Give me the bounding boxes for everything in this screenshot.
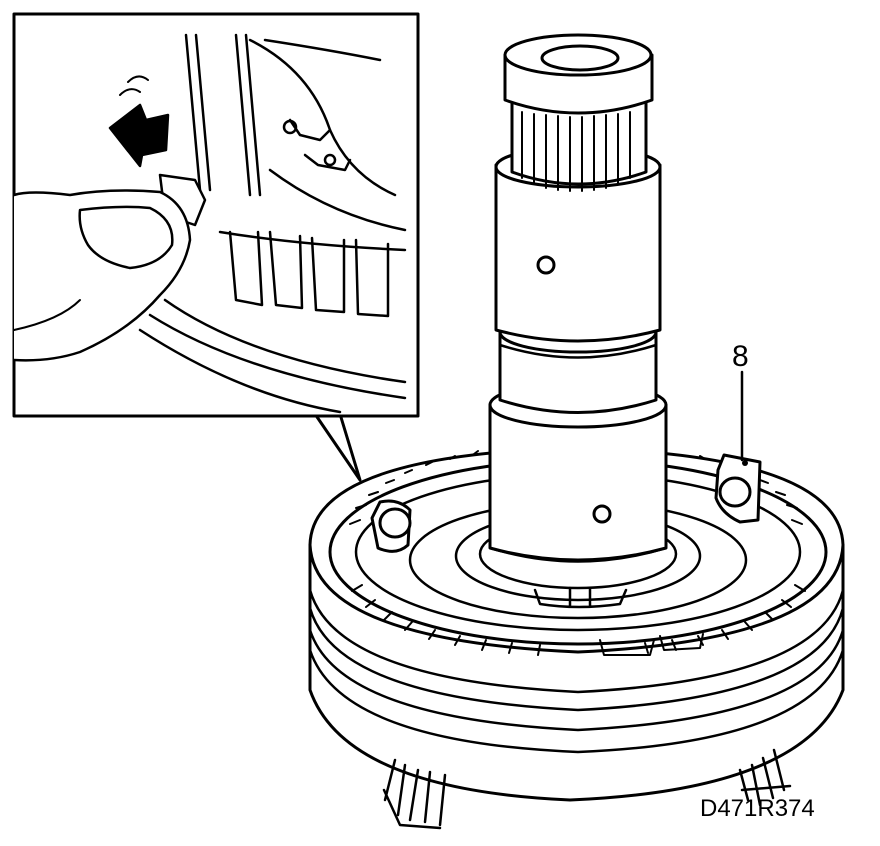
gear-teeth-bottom <box>382 748 792 830</box>
arrow-icon <box>108 103 170 168</box>
callout-label-8: 8 <box>732 340 749 373</box>
synchro-key-right <box>714 453 762 524</box>
gear-top-rim <box>308 446 845 654</box>
shaft-upper <box>494 163 662 343</box>
snap-ring <box>533 586 628 609</box>
gear-grooves <box>308 588 845 754</box>
shaft-center-bore <box>540 44 620 72</box>
shaft-oil-hole-lower <box>592 504 612 524</box>
shaft-oil-hole-upper <box>536 255 556 275</box>
inset-mechanism <box>12 33 407 414</box>
figure-code: D471R374 <box>700 795 815 822</box>
synchro-dogs <box>599 633 704 656</box>
gear-assembly <box>308 445 845 830</box>
inset-pointer <box>313 412 362 482</box>
gear-body-outline <box>308 543 845 802</box>
shaft-splines <box>510 98 648 192</box>
detail-inset <box>12 12 420 482</box>
main-shaft <box>488 33 668 563</box>
synchro-key-left <box>370 499 412 553</box>
